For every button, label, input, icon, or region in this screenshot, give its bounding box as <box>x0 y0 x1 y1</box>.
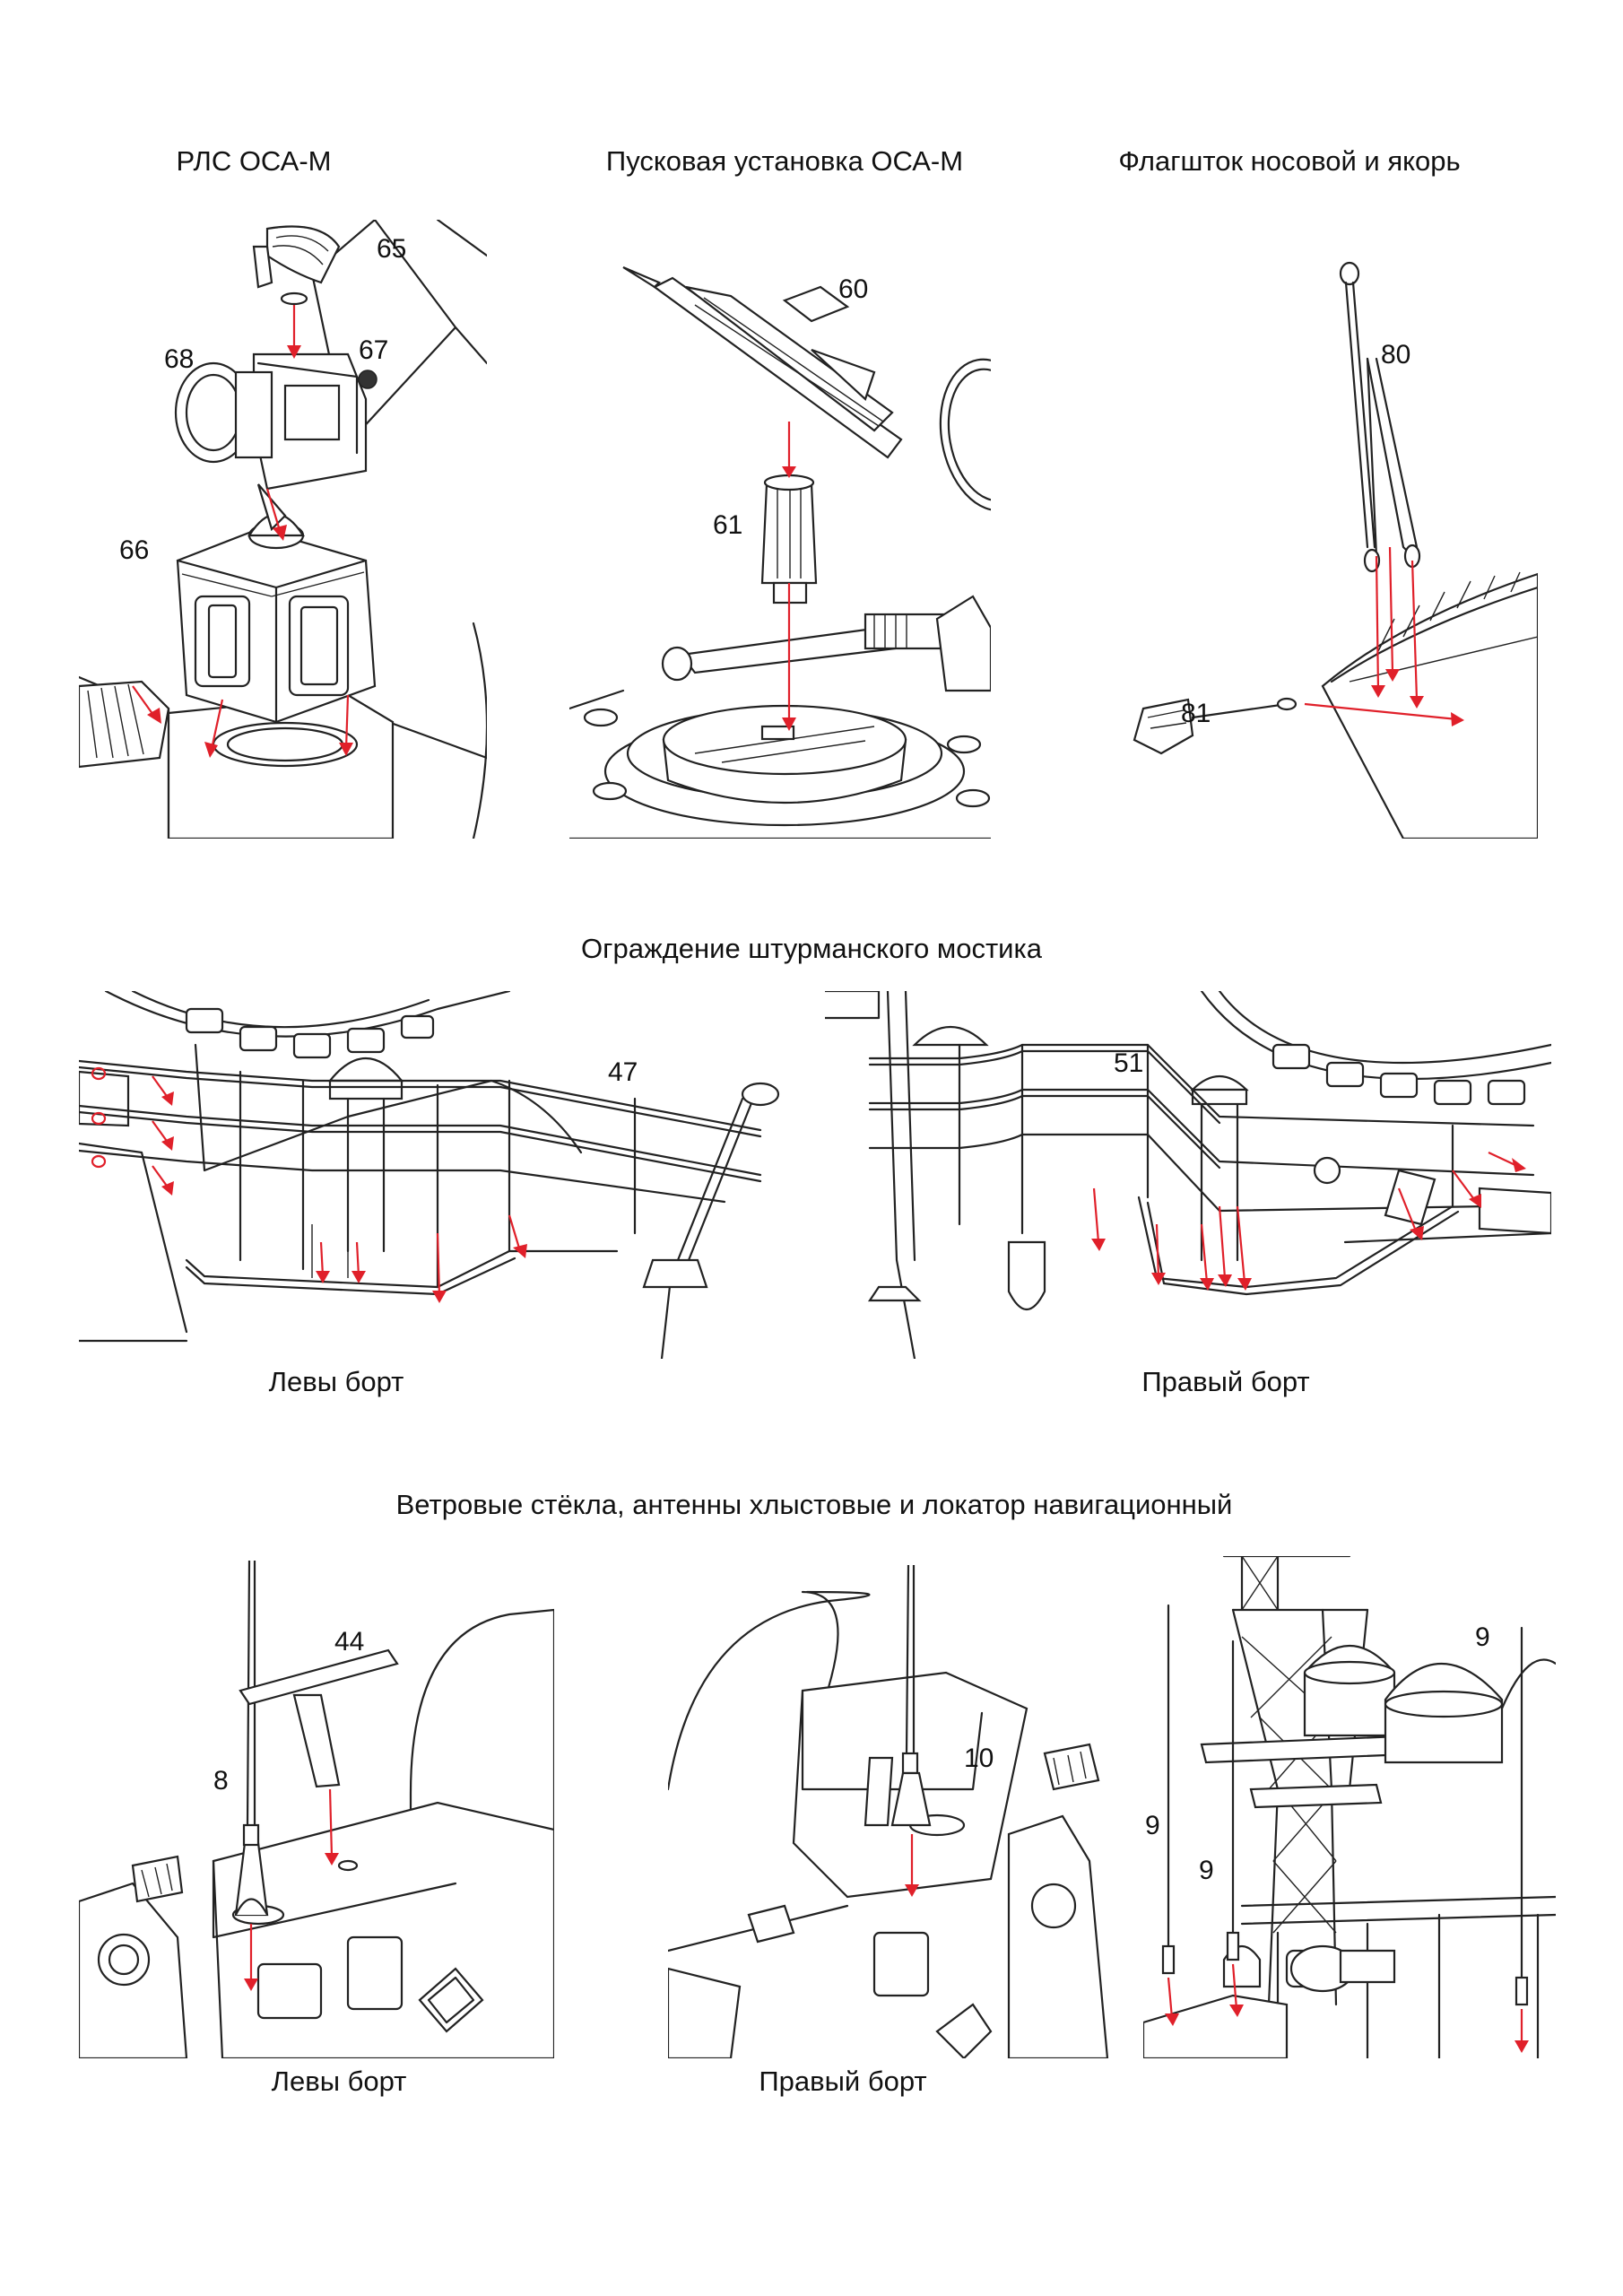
panel-launcher-osa-drawing: 60 61 <box>569 242 991 839</box>
part-number-10: 10 <box>964 1744 994 1773</box>
part-number-60: 60 <box>838 274 868 304</box>
windshield-left-illustration: 44 8 <box>79 1561 554 2058</box>
caption-wind-left: Левы борт <box>271 2066 407 2097</box>
part-number-44: 44 <box>334 1627 364 1657</box>
panel-flagstaff-anchor-drawing: 80 81 <box>1107 251 1538 839</box>
panel-windshield-right-drawing: 10 <box>668 1565 1116 2058</box>
part-number-66: 66 <box>119 535 149 565</box>
flagstaff-anchor-illustration: 80 81 <box>1133 261 1538 839</box>
part-number-51: 51 <box>1114 1048 1143 1078</box>
caption-windshields-section: Ветровые стёкла, антенны хлыстовые и лок… <box>395 1489 1233 1520</box>
caption-bridge-right: Правый борт <box>1141 1366 1310 1397</box>
part-number-68: 68 <box>164 344 194 374</box>
part-number-65: 65 <box>377 234 406 264</box>
part-number-67: 67 <box>359 335 388 365</box>
panel-bridge-left-drawing: 47 <box>79 991 796 1359</box>
panel-nav-radar-drawing: 9 9 9 <box>1143 1556 1556 2058</box>
panel-rls-osa-drawing: 65 68 67 66 <box>79 220 487 839</box>
part-number-47: 47 <box>608 1057 638 1087</box>
windshield-right-illustration: 10 <box>668 1565 1109 2058</box>
bridge-right-illustration: 51 <box>825 991 1551 1359</box>
caption-launcher-osa: Пусковая установка ОСА-М <box>605 145 964 177</box>
launcher-osa-illustration: 60 61 <box>569 265 991 839</box>
caption-rls-osa: РЛС ОСА-М <box>176 145 332 177</box>
rls-osa-illustration: 65 68 67 66 <box>79 220 487 839</box>
part-number-9-left: 9 <box>1145 1811 1160 1840</box>
caption-bridge-left: Левы борт <box>268 1366 404 1397</box>
part-number-9-middle: 9 <box>1199 1856 1214 1885</box>
panel-windshield-left-drawing: 44 8 <box>79 1561 554 2058</box>
part-number-61: 61 <box>713 510 742 540</box>
part-number-81: 81 <box>1181 699 1211 728</box>
part-number-9-right: 9 <box>1475 1622 1490 1652</box>
part-number-80: 80 <box>1381 340 1410 370</box>
nav-radar-illustration: 9 9 9 <box>1143 1556 1556 2058</box>
caption-flagstaff-anchor: Флагшток носовой и якорь <box>1118 145 1461 177</box>
caption-wind-right: Правый борт <box>759 2066 927 2097</box>
caption-bridge-railing: Ограждение штурманского мостика <box>581 933 1042 964</box>
part-number-8: 8 <box>213 1766 229 1796</box>
bridge-left-illustration: 47 <box>79 991 780 1359</box>
panel-bridge-right-drawing: 51 <box>825 991 1551 1359</box>
